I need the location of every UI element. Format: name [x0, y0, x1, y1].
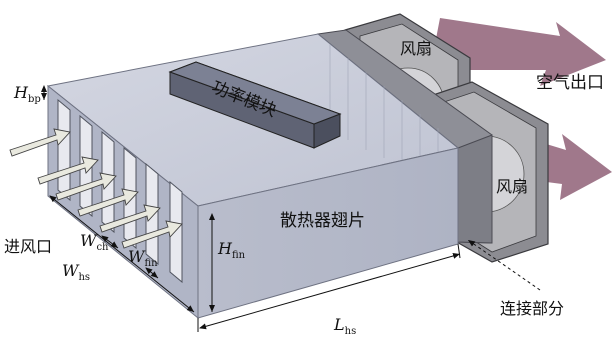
fan-top-label: 风扇 [400, 39, 432, 58]
dim-h-fin: Hfin [217, 239, 246, 261]
fan-bottom-label: 风扇 [496, 177, 528, 196]
dim-w-ch: Wch [80, 231, 109, 253]
air-inlet-label: 进风口 [4, 237, 52, 256]
outlet-arrow-top [430, 18, 606, 86]
heatsink-fins-label: 散热器翅片 [280, 211, 365, 231]
air-outlet-label: 空气出口 [536, 73, 604, 93]
connection-label: 连接部分 [500, 299, 564, 318]
dim-l-hs: Lhs [333, 315, 356, 337]
dimension-lines [41, 85, 541, 332]
dim-w-hs: Whs [62, 261, 90, 283]
dim-h-bp: Hbp [13, 83, 41, 105]
dim-w-fin: Wfin [128, 247, 158, 269]
